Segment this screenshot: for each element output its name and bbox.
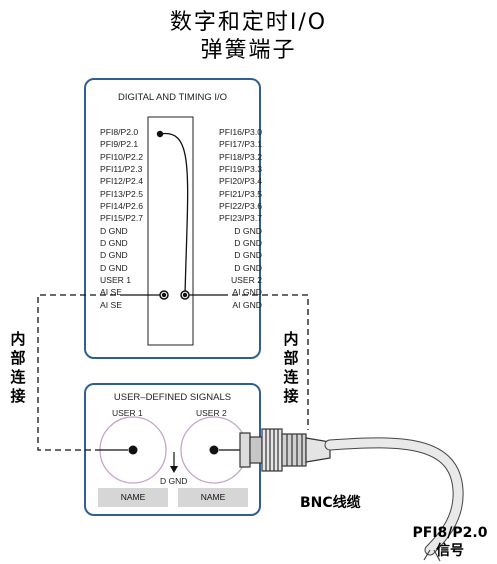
right-pin-label: D GND (234, 237, 262, 248)
right-pin-label: PFI21/P3.5 (219, 188, 262, 199)
right-pin-label: PFI17/P3.1 (219, 139, 262, 150)
left-pin-label: USER 1 (100, 274, 132, 285)
right-internal-connection (222, 294, 309, 430)
right-pin-label: AI GND (232, 299, 262, 310)
right-pin-label: PFI16/P3.0 (219, 127, 262, 137)
left-pin-label: PFI10/P2.2 (100, 151, 143, 162)
user1-name-box: NAME (98, 488, 168, 507)
left-pin-label: AI SE (100, 299, 122, 310)
left-pin-label: PFI14/P2.6 (100, 200, 143, 211)
pfi8-terminal-dot (156, 130, 164, 138)
upper-panel-heading: DIGITAL AND TIMING I/O (117, 92, 228, 103)
user1-label: USER 1 (112, 408, 143, 418)
right-pin-label: PFI18/P3.2 (219, 151, 262, 162)
right-pin-label: PFI19/P3.3 (219, 163, 262, 174)
left-internal-connection (37, 294, 126, 451)
left-pin-label: D GND (100, 262, 128, 273)
left-pin-label: PFI12/P2.4 (100, 176, 143, 187)
internal-wire (159, 132, 189, 296)
right-pin-label: PFI22/P3.6 (219, 200, 262, 211)
user2-name-box: NAME (178, 488, 248, 507)
signal-label: PFI8/P2.0 信号 (410, 524, 490, 560)
right-pin-label: D GND (234, 225, 262, 236)
lower-panel-heading: USER–DEFINED SIGNALS (113, 392, 232, 403)
left-pin-label: D GND (100, 225, 128, 236)
user2-label: USER 2 (196, 408, 227, 418)
left-pin-label: PFI8/P2.0 (100, 127, 139, 137)
left-pin-label: D GND (100, 237, 128, 248)
bnc-cable (239, 428, 331, 472)
diagram-title-line-2: 弹簧端子 (200, 38, 297, 63)
right-pin-label: D GND (234, 250, 262, 261)
diagram-title-line-1: 数字和定时I/O (169, 10, 328, 35)
left-internal-connection-label: 内部连接 (10, 330, 26, 405)
left-pin-label: D GND (100, 250, 128, 261)
left-pin-label: PFI11/P2.3 (100, 163, 143, 174)
left-pin-label: PFI9/P2.1 (100, 139, 139, 150)
signal-label-line1: PFI8/P2.0 (412, 525, 488, 541)
right-pin-label: PFI20/P3.4 (219, 176, 262, 187)
right-pin-label: USER 2 (230, 274, 262, 285)
left-pin-label: PFI13/P2.5 (100, 188, 143, 199)
signal-label-line2: 信号 (436, 543, 464, 559)
dgnd-label: D GND (160, 476, 188, 486)
left-pin-label: PFI15/P2.7 (100, 213, 143, 224)
terminal-strip (147, 116, 194, 346)
right-internal-connection-label: 内部连接 (283, 330, 299, 405)
right-pin-label: AI GND (232, 287, 262, 298)
right-pin-label: D GND (234, 262, 262, 273)
left-pin-label: AI SE (100, 287, 122, 298)
bnc-cable-label: BNC线缆 (300, 495, 361, 511)
right-pin-label: PFI23/P3.7 (219, 213, 262, 224)
